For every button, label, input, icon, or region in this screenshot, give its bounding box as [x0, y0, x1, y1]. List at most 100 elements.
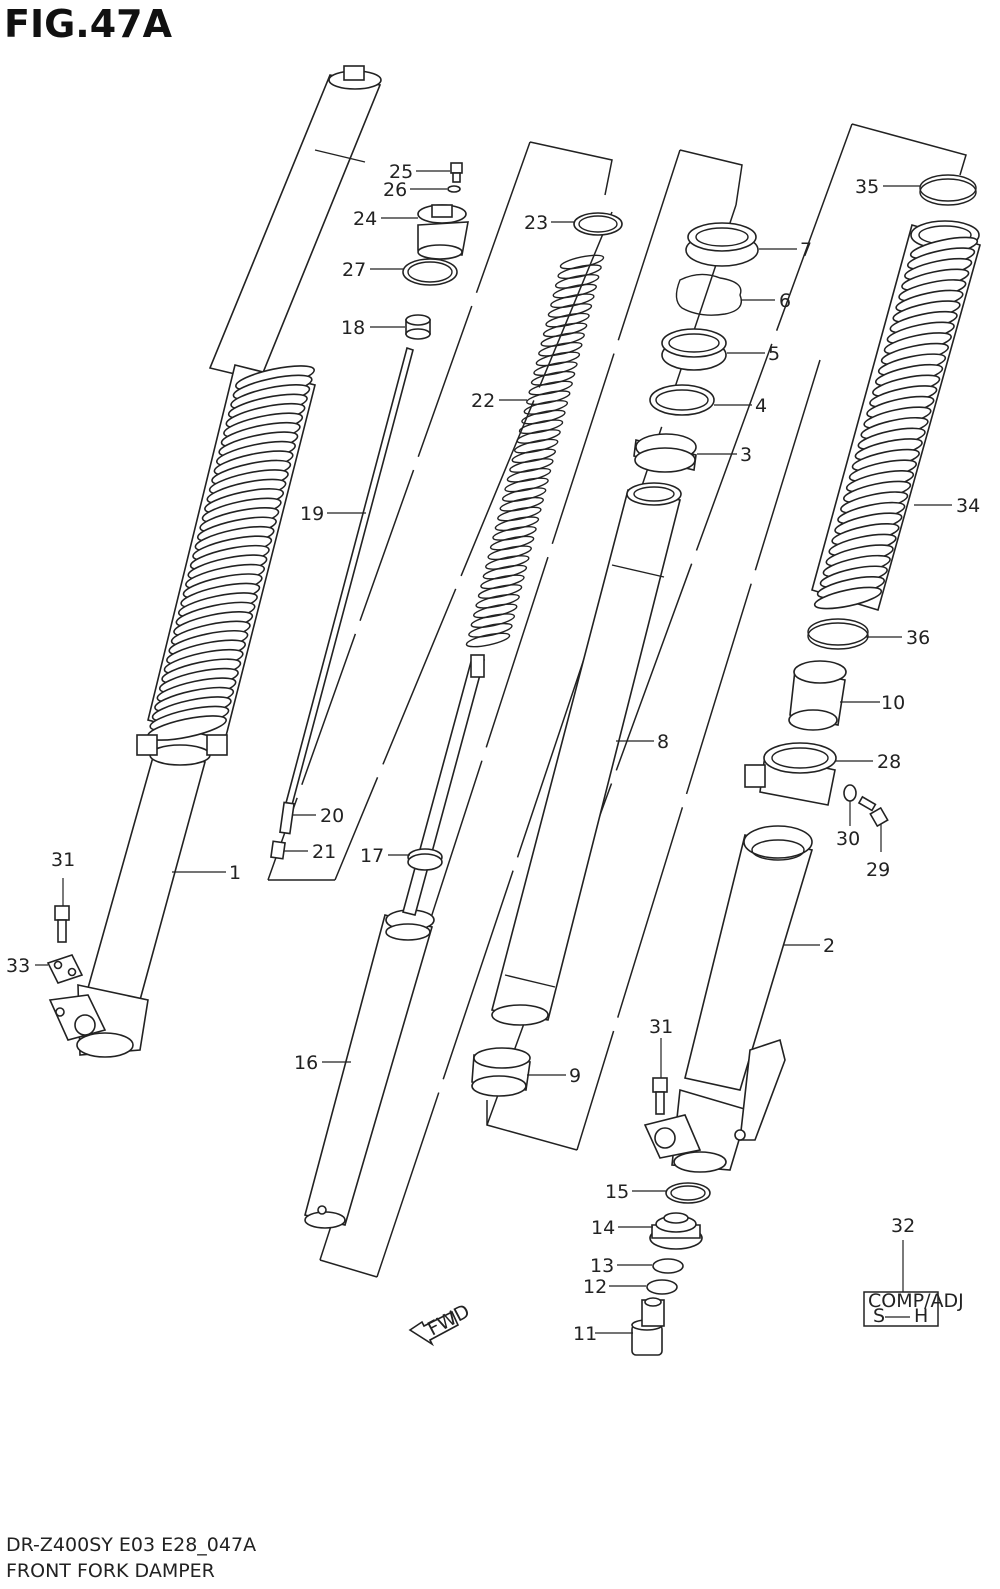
spring-coil: [475, 593, 520, 609]
callout-34: 34: [956, 495, 980, 517]
spring-coil: [509, 458, 554, 473]
cap-bolt-24: [417, 204, 469, 260]
screw-25: [450, 162, 463, 183]
callout-18: 18: [341, 317, 365, 339]
spring-coil: [501, 487, 547, 503]
bolt-31-left: [54, 905, 70, 943]
inner-tube-8: [491, 482, 682, 1026]
callout-4: 4: [755, 395, 767, 417]
callout-31-right: 31: [649, 1016, 673, 1038]
note-box-32: COMP/ADJ S H: [863, 1240, 964, 1327]
guide-10: [788, 660, 847, 731]
spring-coil: [494, 516, 540, 532]
holder-28: [744, 742, 837, 806]
callout-32: 32: [891, 1215, 915, 1237]
outer-tube-right: [643, 825, 814, 1173]
fwd-arrow: FWD: [408, 1300, 474, 1347]
spring-coil: [511, 448, 557, 464]
note-line2-left: S: [873, 1305, 885, 1327]
o-ring-13: [652, 1258, 684, 1274]
spring-coil: [545, 312, 590, 328]
seal-5: [661, 328, 727, 371]
callout-33: 33: [6, 955, 30, 977]
spring-coil: [559, 254, 605, 270]
callout-5: 5: [768, 343, 780, 365]
spring-coil: [526, 390, 571, 406]
model-code: DR-Z400SY E03 E28_047A: [6, 1534, 257, 1556]
spring-coil: [516, 429, 561, 444]
pin-20: [279, 801, 295, 835]
spring-coil: [472, 603, 518, 619]
spring-coil: [557, 264, 602, 280]
callout-25: 25: [389, 161, 413, 183]
washer-4: [649, 384, 715, 416]
spring-coil: [499, 496, 544, 512]
callout-23: 23: [524, 212, 548, 234]
clamp-36: [807, 618, 869, 650]
bolt-31-right: [652, 1077, 668, 1115]
bolt-29: [857, 795, 889, 828]
callout-17: 17: [360, 845, 384, 867]
leader-lines: [35, 170, 952, 1334]
callout-11: 11: [573, 1323, 597, 1345]
spring-coil: [497, 506, 542, 522]
clamp-35: [919, 174, 977, 206]
callout-31-left: 31: [51, 849, 75, 871]
damper-rod-16: [402, 654, 486, 916]
callout-13: 13: [590, 1255, 614, 1277]
spring-coil: [538, 341, 583, 357]
spring-coil: [513, 438, 559, 454]
adjuster-14: [649, 1212, 703, 1250]
spring-coil: [535, 351, 581, 367]
spring-coil: [470, 613, 516, 629]
collar-18: [405, 314, 431, 340]
callout-10: 10: [881, 692, 905, 714]
spring-coil: [554, 273, 600, 289]
ring-17: [407, 848, 443, 871]
bellows-rib-right: [813, 586, 883, 610]
bushing-9: [471, 1047, 531, 1097]
callout-36: 36: [906, 627, 930, 649]
fork-spring-22: [465, 254, 605, 648]
spring-coil: [465, 632, 511, 648]
valve-11: [631, 1297, 665, 1356]
washer-23: [573, 212, 623, 236]
callout-27: 27: [342, 259, 366, 281]
spring-coil: [518, 419, 564, 435]
clip-6: [675, 273, 743, 316]
bracket-33: [46, 954, 84, 984]
callout-labels: 1 2 3 4 5 6 7 8 9 10 11 12 13 14 15 16 1…: [6, 161, 980, 1345]
washer-30: [843, 784, 857, 802]
spring-coil: [480, 574, 525, 590]
callout-15: 15: [605, 1181, 629, 1203]
fwd-label: FWD: [424, 1300, 473, 1340]
callout-7: 7: [800, 239, 812, 261]
group-bracket-spring: [267, 141, 613, 881]
seal-7: [685, 222, 759, 267]
callout-30: 30: [836, 828, 860, 850]
callout-12: 12: [583, 1276, 607, 1298]
spring-coil: [482, 564, 528, 580]
spring-coil: [506, 467, 552, 483]
spring-coil: [477, 584, 523, 599]
callout-22: 22: [471, 390, 495, 412]
callout-16: 16: [294, 1052, 318, 1074]
note-line1: COMP/ADJ: [868, 1290, 964, 1312]
o-ring-15: [665, 1182, 711, 1204]
spring-coil: [521, 409, 566, 425]
o-ring-12: [646, 1279, 678, 1295]
note-line2-right: H: [914, 1305, 928, 1327]
callout-1: 1: [229, 862, 241, 884]
callout-20: 20: [320, 805, 344, 827]
callout-29: 29: [866, 859, 890, 881]
o-ring-27: [402, 258, 458, 286]
callout-24: 24: [353, 208, 377, 230]
callout-3: 3: [740, 444, 752, 466]
spring-coil: [542, 322, 588, 338]
spring-coil: [540, 332, 585, 347]
spring-21: [270, 840, 286, 860]
spring-coil: [523, 399, 569, 415]
callout-6: 6: [779, 290, 791, 312]
damper-cylinder-16: [304, 909, 435, 1229]
